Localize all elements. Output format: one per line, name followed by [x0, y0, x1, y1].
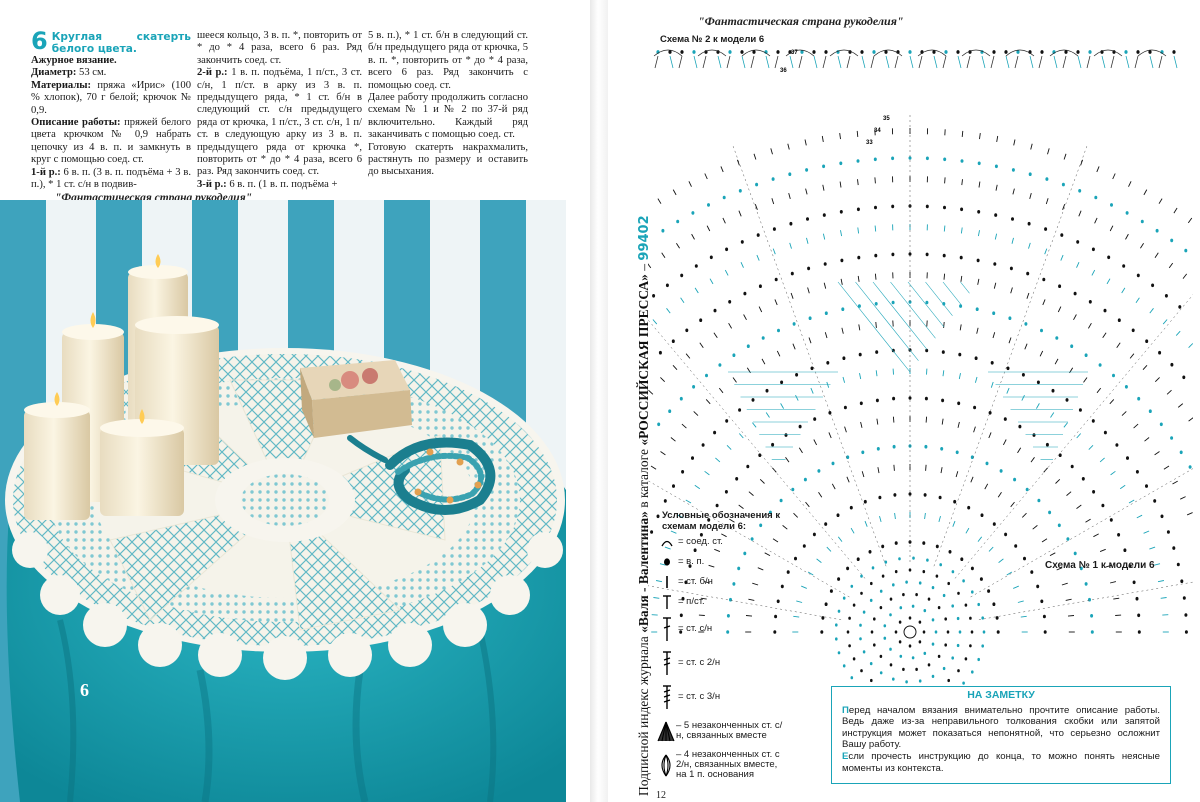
col3-text-b: Далее работу продолжить согласно схемам …: [368, 92, 528, 141]
arc-icon: [661, 540, 673, 547]
page-number: 12: [656, 790, 666, 801]
row3-value: 6 в. п. (1 в. п. подъёма +: [229, 178, 338, 190]
row1-value: 6 в. п. (3 в. п. подъёма + 3 в. п.), * 1…: [31, 166, 191, 191]
tr-icon: [663, 651, 671, 675]
legend-item: = ст. б/н: [656, 572, 786, 592]
scheme1-label: Схема № 1 к модели 6: [1045, 560, 1155, 571]
text-column-3: 5 в. п.), * 1 ст. б/н в следующий ст. б/…: [368, 30, 528, 179]
materials-value: пряжа «Ирис» (100 % хлопок), 70 г белой;…: [31, 79, 191, 116]
row-number: 36: [780, 68, 787, 74]
pattern-number: 6: [31, 27, 48, 55]
diameter-label: Диаметр:: [31, 67, 77, 79]
legend-item: = ст. с 3/н: [656, 680, 786, 714]
description-value: пряжей белого цвета крючком № 0,9 набрат…: [31, 117, 192, 166]
note-paragraph-2: Если прочесть инструкцию до конца, то мо…: [842, 750, 1160, 774]
photo-number: 6: [80, 680, 89, 700]
pattern-title: Круглая скатерть белого цвета.: [51, 31, 191, 55]
row1-label: 1-й р.:: [31, 166, 61, 178]
note-box: НА ЗАМЕТКУ Перед началом вязания внимате…: [831, 686, 1171, 784]
row2-label: 2-й р.:: [197, 67, 228, 79]
legend-title: Условные обозначения к схемам модели 6:: [662, 510, 781, 532]
row-number: 37: [791, 50, 798, 56]
legend-item: = ст. с/н: [656, 612, 786, 646]
legend-item: = п/ст.: [656, 592, 786, 612]
diameter-value: 53 см.: [79, 67, 107, 79]
legend-item: = в. п.: [656, 552, 786, 572]
fan-rows: [648, 128, 1193, 634]
diagram-spokes: [648, 112, 1193, 621]
row-number: 33: [866, 140, 873, 146]
row3-label: 3-й р.:: [197, 178, 227, 190]
scheme1-center: [835, 556, 986, 690]
pattern-header: 6 Круглая скатерть белого цвета.: [31, 27, 191, 55]
left-page: 6 Круглая скатерть белого цвета. Ажурное…: [0, 0, 590, 802]
right-caption: "Фантастическая страна рукоделия": [698, 14, 904, 28]
cluster5-icon: [657, 721, 675, 742]
legend-item: – 4 незаконченных ст. с 2/н, связанных в…: [656, 748, 786, 782]
tablecloth-photo: [0, 200, 566, 802]
row-number: 35: [883, 116, 890, 122]
dot-icon: [664, 558, 670, 566]
col3-text: 5 в. п.), * 1 ст. б/н в следующий ст. б/…: [368, 30, 528, 91]
col2-text-a: шееся кольцо, 3 в. п. *, повторить от * …: [197, 30, 362, 66]
legend-item: – 5 незаконченных ст. с/н, связанных вме…: [656, 714, 786, 748]
photo-illustration: [0, 200, 566, 802]
page-gutter: [590, 0, 608, 802]
materials-label: Материалы:: [31, 79, 92, 91]
t-icon: [663, 595, 671, 609]
scheme2-label: Схема № 2 к модели 6: [660, 34, 765, 45]
row-numbers: 37 36 35 34 33: [780, 50, 890, 146]
note-paragraph-1: Перед началом вязания внимательно прочти…: [842, 704, 1160, 751]
dc-icon: [663, 617, 671, 641]
pattern-subtitle: Ажурное вязание.: [31, 55, 117, 66]
description-label: Описание работы:: [31, 117, 121, 129]
dtr-icon: [663, 685, 671, 709]
row-number: 34: [874, 128, 881, 134]
legend-item: = соед. ст.: [656, 532, 786, 552]
line-icon: [666, 576, 668, 588]
legend: Условные обозначения к схемам модели 6: …: [656, 510, 786, 782]
row2-value: 1 в. п. подъёма, 1 п/ст., 3 ст. с/н, 1 п…: [197, 67, 362, 178]
text-column-1: 6 Круглая скатерть белого цвета. Ажурное…: [31, 27, 192, 191]
crochet-diagram: 37 36 35 34 33: [648, 49, 1193, 690]
col3-text-c: Готовую скатерть накрахмалить, растянуть…: [368, 141, 528, 178]
cluster4-icon: [661, 754, 671, 777]
note-title: НА ЗАМЕТКУ: [967, 689, 1035, 701]
legend-item: = ст. с 2/н: [656, 646, 786, 680]
text-column-2: шееся кольцо, 3 в. п. *, повторить от * …: [197, 30, 362, 191]
scheme2-strip: [653, 49, 1178, 69]
